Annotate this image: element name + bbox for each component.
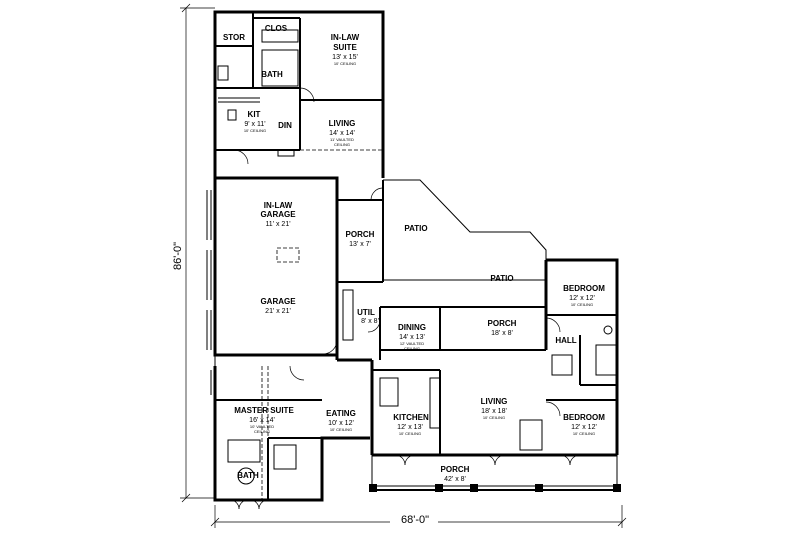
room-dimensions: 12' x 12' bbox=[571, 424, 597, 431]
room-name: PATIO bbox=[490, 274, 513, 283]
room-label-inlaw-bath: BATH bbox=[261, 70, 283, 79]
room-dimensions: 8' x 8' bbox=[361, 318, 379, 325]
room-dimensions: 12' x 13' bbox=[397, 424, 423, 431]
room-name: BATH bbox=[237, 471, 259, 480]
room-label-master-suite: MASTER SUITE 16' x 14' 10' VAULTED CEILI… bbox=[234, 406, 294, 434]
room-name: EATING bbox=[326, 409, 356, 418]
room-name: DINING bbox=[398, 323, 426, 332]
dashed-lines bbox=[261, 149, 383, 500]
room-name: GARAGE bbox=[260, 210, 296, 219]
room-label-porch-rear: PORCH 18' x 8' bbox=[488, 319, 517, 337]
room-ceiling-note: 10' CEILING bbox=[483, 415, 505, 420]
room-name: DIN bbox=[278, 121, 292, 130]
room-label-porch-small: PORCH 13' x 7' bbox=[346, 230, 375, 248]
room-name: CLOS bbox=[265, 24, 288, 33]
exterior-walls bbox=[213, 10, 619, 502]
width-dimension-label: 68'-0" bbox=[401, 514, 429, 526]
room-ceiling-note: CEILING bbox=[254, 429, 270, 434]
room-label-bedroom-2: BEDROOM 12' x 12' 10' CEILING bbox=[563, 413, 605, 436]
room-ceiling-note: CEILING bbox=[334, 142, 350, 147]
room-name: IN-LAW bbox=[331, 33, 360, 42]
room-dimensions: 14' x 14' bbox=[329, 130, 355, 137]
room-ceiling-note: 10' CEILING bbox=[244, 128, 266, 133]
room-name: PORCH bbox=[488, 319, 517, 328]
garage-doors bbox=[206, 190, 212, 395]
room-name: KITCHEN bbox=[393, 413, 429, 422]
room-label-dining: DINING 14' x 13' 12' VAULTED CEILING bbox=[398, 323, 426, 351]
room-label-kit: KIT 9' x 11' 10' CEILING bbox=[244, 110, 266, 133]
room-name: IN-LAW bbox=[264, 201, 293, 210]
room-name: LIVING bbox=[481, 397, 508, 406]
fixtures bbox=[217, 29, 617, 485]
front-porch bbox=[369, 455, 621, 492]
room-label-hall: HALL bbox=[555, 336, 576, 345]
room-name: SUITE bbox=[333, 43, 357, 52]
room-label-din: DIN bbox=[278, 121, 292, 130]
room-ceiling-note: 10' CEILING bbox=[573, 431, 595, 436]
room-dimensions: 18' x 18' bbox=[481, 408, 507, 415]
room-dimensions: 11' x 21' bbox=[265, 221, 290, 228]
room-ceiling-note: 10' CEILING bbox=[330, 427, 352, 432]
room-dimensions: 13' x 7' bbox=[349, 241, 371, 248]
room-ceiling-note: 10' CEILING bbox=[571, 302, 593, 307]
room-label-stor: STOR bbox=[223, 33, 245, 42]
room-label-kitchen: KITCHEN 12' x 13' 10' CEILING bbox=[393, 413, 429, 436]
room-name: LIVING bbox=[329, 119, 356, 128]
room-name: PATIO bbox=[404, 224, 427, 233]
room-label-garage: GARAGE 21' x 21' bbox=[260, 297, 296, 315]
room-name: KIT bbox=[248, 110, 261, 119]
room-label-inlaw-living: LIVING 14' x 14' 11' VAULTED CEILING bbox=[329, 119, 356, 147]
room-label-eating: EATING 10' x 12' 10' CEILING bbox=[326, 409, 356, 432]
room-label-bedroom-1: BEDROOM 12' x 12' 10' CEILING bbox=[563, 284, 605, 307]
depth-dimension-label: 86'-0" bbox=[172, 242, 184, 270]
room-dimensions: 21' x 21' bbox=[265, 308, 291, 315]
patio-outline bbox=[383, 179, 547, 281]
room-ceiling-note: CEILING bbox=[404, 346, 420, 351]
room-ceiling-note: 10' VAULTED bbox=[250, 424, 274, 429]
room-name: BEDROOM bbox=[563, 413, 605, 422]
room-name: UTIL bbox=[357, 308, 375, 317]
door-swings bbox=[229, 87, 581, 510]
room-label-inlaw-suite: IN-LAW SUITE 13' x 15' 10' CEILING bbox=[331, 33, 360, 66]
room-label-patio-lower: PATIO bbox=[490, 274, 513, 283]
room-label-clos: CLOS bbox=[265, 24, 288, 33]
room-dimensions: 9' x 11' bbox=[244, 121, 265, 128]
room-label-master-bath: BATH bbox=[237, 471, 259, 480]
room-name: GARAGE bbox=[260, 297, 296, 306]
room-dimensions: 42' x 8' bbox=[444, 476, 466, 483]
dimension-lines: 86'-0" 68'-0" bbox=[170, 3, 627, 528]
room-dimensions: 16' x 14' bbox=[249, 417, 275, 424]
room-ceiling-note: 12' VAULTED bbox=[400, 341, 424, 346]
room-ceiling-note: 10' CEILING bbox=[399, 431, 421, 436]
room-label-porch-front: PORCH 42' x 8' bbox=[441, 465, 470, 483]
room-dimensions: 13' x 15' bbox=[332, 54, 358, 61]
room-ceiling-note: 11' VAULTED bbox=[330, 137, 354, 142]
room-name: PORCH bbox=[346, 230, 375, 239]
room-dimensions: 12' x 12' bbox=[569, 295, 595, 302]
room-label-util: UTIL 8' x 8' bbox=[357, 308, 379, 325]
room-name: STOR bbox=[223, 33, 245, 42]
room-dimensions: 14' x 13' bbox=[399, 334, 425, 341]
room-label-living: LIVING 18' x 18' 10' CEILING bbox=[481, 397, 508, 420]
room-name: MASTER SUITE bbox=[234, 406, 294, 415]
room-name: HALL bbox=[555, 336, 576, 345]
room-name: BATH bbox=[261, 70, 283, 79]
room-label-patio-upper: PATIO bbox=[404, 224, 427, 233]
room-label-inlaw-garage: IN-LAW GARAGE 11' x 21' bbox=[260, 201, 296, 228]
room-name: PORCH bbox=[441, 465, 470, 474]
room-dimensions: 18' x 8' bbox=[491, 330, 513, 337]
room-dimensions: 10' x 12' bbox=[328, 420, 354, 427]
room-name: BEDROOM bbox=[563, 284, 605, 293]
room-ceiling-note: 10' CEILING bbox=[334, 61, 356, 66]
